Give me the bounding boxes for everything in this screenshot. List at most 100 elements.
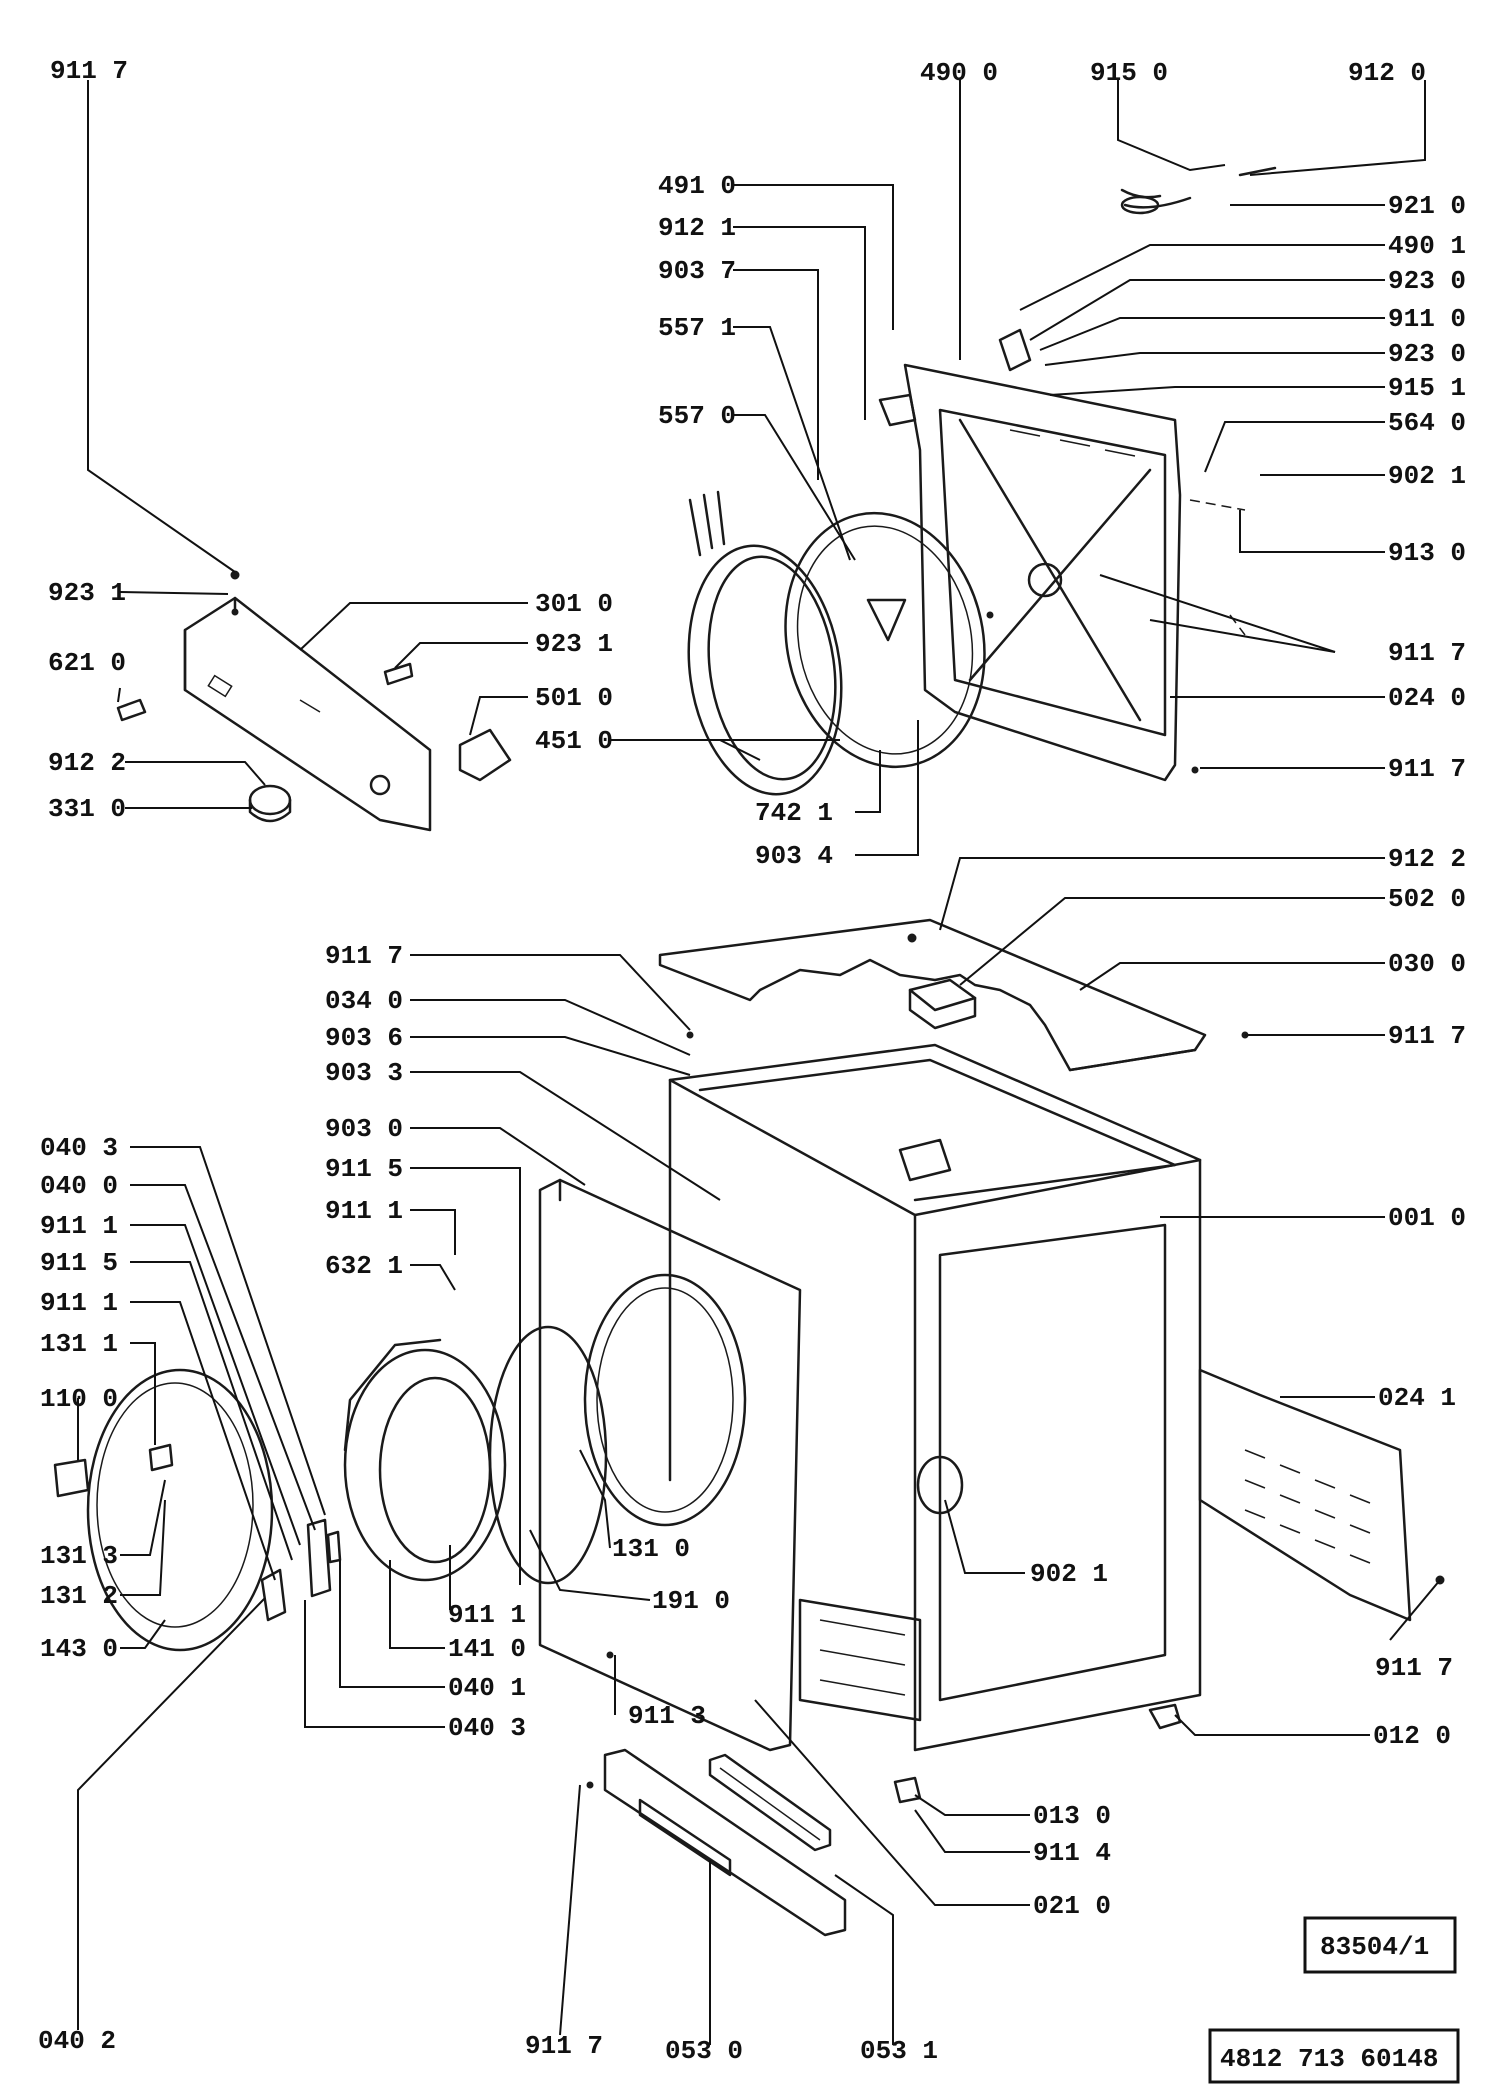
callout-label: 040 1	[448, 1673, 526, 1703]
callout-label: 911 1	[40, 1211, 118, 1241]
callout-label: 030 0	[1388, 949, 1466, 979]
knob-part	[248, 784, 292, 823]
callout-label: 903 4	[755, 841, 833, 871]
callout-label: 110 0	[40, 1384, 118, 1414]
door-part	[538, 1178, 802, 1752]
callout-label: 911 7	[1388, 754, 1466, 784]
callout-label: 143 0	[40, 1634, 118, 1664]
callout-label: 040 2	[38, 2026, 116, 2056]
callout-label: 912 2	[1388, 844, 1466, 874]
callout-label: 040 3	[40, 1133, 118, 1163]
callout-label: 911 7	[50, 56, 128, 86]
callout-label: 131 2	[40, 1581, 118, 1611]
drawing-number-box: 83504/1	[1303, 1916, 1457, 1974]
inner-ring-part	[343, 1338, 507, 1582]
callout-label: 621 0	[48, 648, 126, 678]
callout-label: 915 1	[1388, 373, 1466, 403]
callout-label: 141 0	[448, 1634, 526, 1664]
hinge-parts	[53, 1443, 342, 1622]
back-plate-part	[784, 511, 986, 769]
callout-label: 131 3	[40, 1541, 118, 1571]
callout-label: 912 2	[48, 748, 126, 778]
callout-label: 911 7	[1388, 638, 1466, 668]
small-fittings-top-left	[116, 570, 512, 782]
heater-element-part	[687, 490, 843, 796]
callout-label: 911 4	[1033, 1838, 1111, 1868]
grille-part	[708, 1753, 832, 1852]
callout-label: 331 0	[48, 794, 126, 824]
callout-label: 903 0	[325, 1114, 403, 1144]
callout-label: 501 0	[535, 683, 613, 713]
callout-label: 564 0	[1388, 408, 1466, 438]
outer-ring-part	[86, 1368, 274, 1652]
callout-labels: 911 7 923 1 301 0 621 0 923 1 501 0 912 …	[38, 56, 1466, 2066]
callout-label: 911 0	[1388, 304, 1466, 334]
callout-label: 557 1	[658, 313, 736, 343]
part-outlines	[53, 166, 1445, 1937]
drawing-number: 83504/1	[1320, 1932, 1429, 1962]
callout-label: 001 0	[1388, 1203, 1466, 1233]
callout-label: 451 0	[535, 726, 613, 756]
callout-label: 053 1	[860, 2036, 938, 2066]
side-panel-part	[1198, 1368, 1412, 1622]
callout-label: 921 0	[1388, 191, 1466, 221]
callout-label: 911 1	[448, 1600, 526, 1630]
callout-label: 040 0	[40, 1171, 118, 1201]
callout-label: 902 1	[1030, 1559, 1108, 1589]
callout-label: 502 0	[1388, 884, 1466, 914]
callout-label: 490 1	[1388, 231, 1466, 261]
feet-parts	[893, 1703, 1182, 1804]
callout-label: 557 0	[658, 401, 736, 431]
callout-label: 021 0	[1033, 1891, 1111, 1921]
screws	[586, 611, 1445, 1789]
program-switch-part	[908, 978, 977, 1030]
callout-label: 902 1	[1388, 461, 1466, 491]
callout-label: 490 0	[920, 58, 998, 88]
callout-label: 923 0	[1388, 266, 1466, 296]
callout-label: 911 1	[325, 1196, 403, 1226]
callout-label: 912 1	[658, 213, 736, 243]
callout-label: 034 0	[325, 986, 403, 1016]
callout-label: 632 1	[325, 1251, 403, 1281]
callout-label: 301 0	[535, 589, 613, 619]
callout-label: 911 7	[325, 941, 403, 971]
part-number-box: 4812 713 60148	[1208, 2028, 1460, 2084]
callout-label: 024 1	[1378, 1383, 1456, 1413]
kick-plate-part	[603, 1748, 847, 1937]
cabinet-part	[668, 1043, 1202, 1752]
callout-label: 191 0	[652, 1586, 730, 1616]
fan-housing-part	[903, 363, 1246, 782]
callout-label: 131 1	[40, 1329, 118, 1359]
top-cover-part	[658, 918, 1207, 1072]
callout-label: 923 1	[48, 578, 126, 608]
callout-label: 053 0	[665, 2036, 743, 2066]
callout-label: 024 0	[1388, 683, 1466, 713]
top-rear-fittings	[878, 166, 1277, 427]
callout-label: 923 1	[535, 629, 613, 659]
callout-label: 911 7	[1375, 1653, 1453, 1683]
callout-label: 013 0	[1033, 1801, 1111, 1831]
callout-label: 911 1	[40, 1288, 118, 1318]
part-number: 4812 713 60148	[1220, 2044, 1438, 2074]
leader-lines	[77, 80, 1441, 2045]
door-seal-part	[488, 1325, 608, 1585]
callout-label: 911 7	[1388, 1021, 1466, 1051]
control-panel-part	[183, 596, 432, 832]
callout-label: 913 0	[1388, 538, 1466, 568]
callout-label: 131 0	[612, 1534, 690, 1564]
callout-label: 491 0	[658, 171, 736, 201]
callout-label: 040 3	[448, 1713, 526, 1743]
callout-label: 912 0	[1348, 58, 1426, 88]
callout-label: 911 3	[628, 1701, 706, 1731]
callout-label: 742 1	[755, 798, 833, 828]
callout-label: 923 0	[1388, 339, 1466, 369]
callout-label: 012 0	[1373, 1721, 1451, 1751]
callout-label: 903 7	[658, 256, 736, 286]
callout-label: 903 6	[325, 1023, 403, 1053]
callout-label: 911 7	[525, 2031, 603, 2061]
callout-label: 903 3	[325, 1058, 403, 1088]
callout-label: 915 0	[1090, 58, 1168, 88]
callout-label: 911 5	[40, 1248, 118, 1278]
